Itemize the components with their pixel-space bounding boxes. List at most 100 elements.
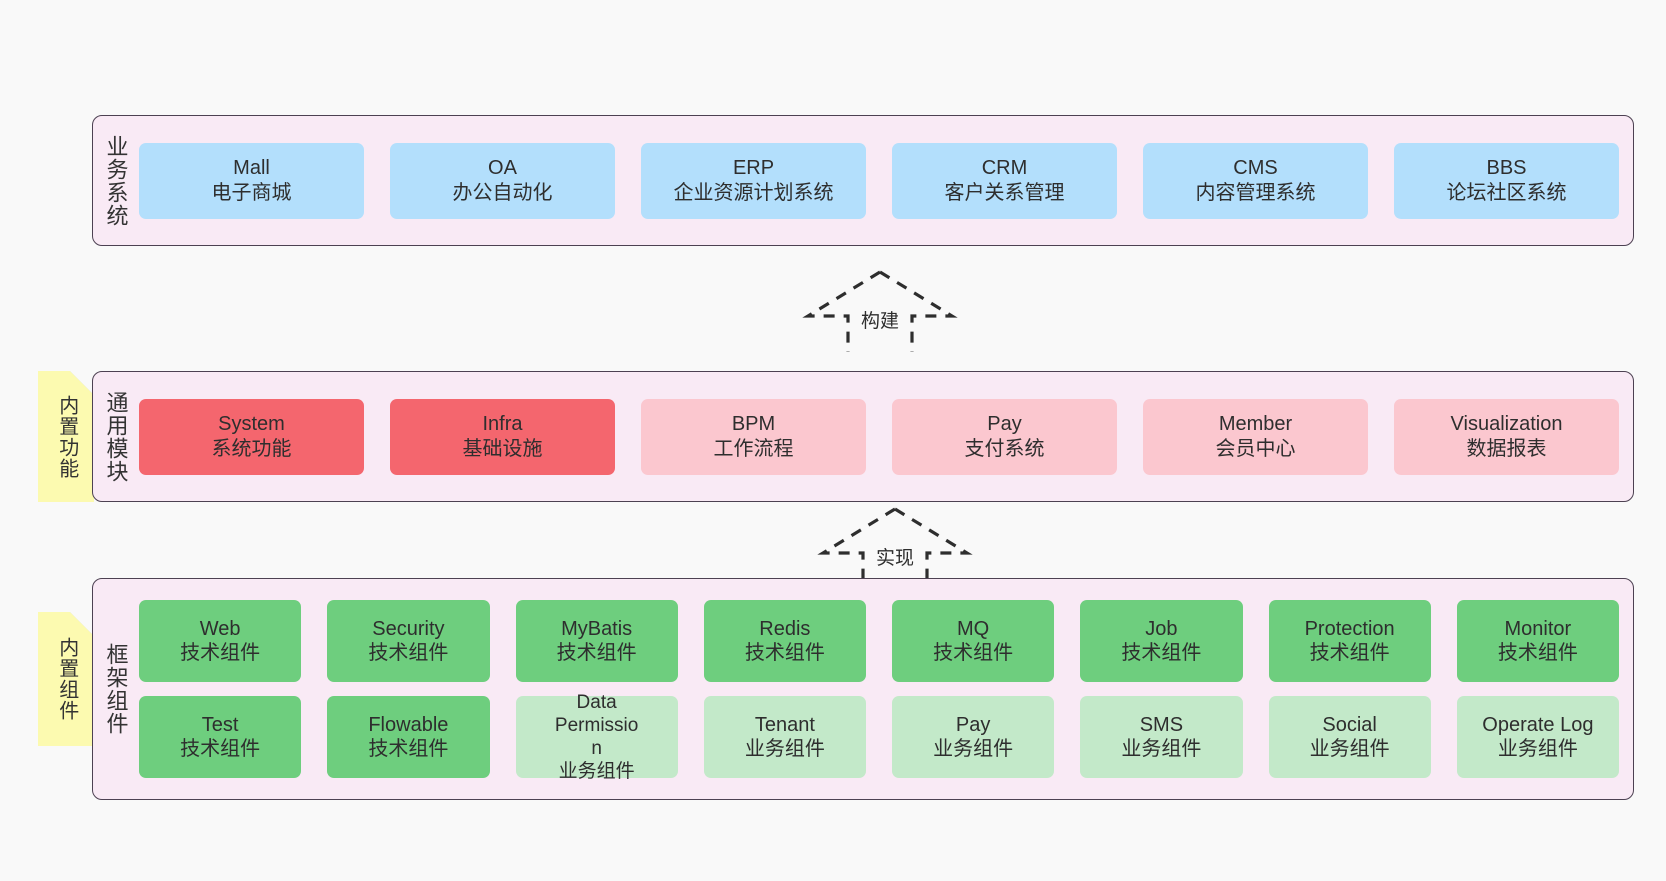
module-row: System 系统功能 Infra 基础设施 BPM 工作流程 Pay 支付系统… [139,398,1619,475]
sticky-note-text: 内置组件 [55,637,78,721]
module-box-crm[interactable]: CRM 客户关系管理 [892,142,1117,219]
layer-common-modules: 通用模块 System 系统功能 Infra 基础设施 BPM 工作流程 Pay… [92,371,1634,502]
module-box-erp[interactable]: ERP 企业资源计划系统 [641,142,866,219]
module-box-sms[interactable]: SMS 业务组件 [1080,696,1243,778]
module-name: Mall [233,157,270,180]
module-box-mall[interactable]: Mall 电子商城 [139,142,364,219]
module-box-security[interactable]: Security 技术组件 [327,600,490,682]
module-name: MQ [957,617,990,640]
layer-title-framework-components: 框架组件 [103,643,129,735]
layer-body-framework-components: Web 技术组件 Security 技术组件 MyBatis 技术组件 Redi… [137,579,1633,799]
module-subtitle: 业务组件 [1497,738,1578,760]
module-name: Flowable [368,713,449,736]
sticky-note-text: 内置功能 [55,394,78,479]
implement-arrow-icon [817,507,973,589]
module-box-pay-component[interactable]: Pay 业务组件 [892,696,1055,778]
layer-body-common-modules: System 系统功能 Infra 基础设施 BPM 工作流程 Pay 支付系统… [137,372,1633,501]
layer-title-business-systems: 业务系统 [103,134,129,227]
connector-label-implement: 实现 [875,548,915,569]
module-subtitle: 数据报表 [1466,437,1547,460]
module-name: Social [1322,713,1377,736]
module-subtitle: 论坛社区系统 [1446,181,1567,204]
layer-title-common-modules: 通用模块 [103,390,129,483]
connector-label-build: 构建 [860,311,900,332]
module-subtitle: 企业资源计划系统 [673,181,834,204]
module-box-tenant[interactable]: Tenant 业务组件 [703,696,866,778]
module-name: Visualization [1450,413,1563,436]
module-subtitle: 业务组件 [933,738,1014,760]
module-box-redis[interactable]: Redis 技术组件 [703,600,866,682]
module-row: Mall 电子商城 OA 办公自动化 ERP 企业资源计划系统 CRM 客户关系… [139,142,1619,219]
module-subtitle: 电子商城 [211,181,292,204]
module-row: Test 技术组件 Flowable 技术组件 Data Permission … [139,692,1619,782]
module-name: Monitor [1504,617,1572,640]
module-name: Operate Log [1482,713,1594,736]
module-subtitle: 系统功能 [211,437,292,460]
module-subtitle: 技术组件 [933,642,1014,664]
module-name: Protection [1304,617,1395,640]
module-name: Data Permission [554,691,639,759]
module-box-protection[interactable]: Protection 技术组件 [1268,600,1431,682]
module-box-mq[interactable]: MQ 技术组件 [892,600,1055,682]
module-name: System [218,413,285,436]
module-box-test[interactable]: Test 技术组件 [139,696,302,778]
module-name: Job [1145,617,1178,640]
module-box-system[interactable]: System 系统功能 [139,398,364,475]
module-box-bpm[interactable]: BPM 工作流程 [641,398,866,475]
module-name: Test [201,713,239,736]
module-subtitle: 技术组件 [1497,642,1578,664]
module-subtitle: 办公自动化 [452,181,553,204]
module-box-operate-log[interactable]: Operate Log 业务组件 [1456,696,1619,778]
module-box-member[interactable]: Member 会员中心 [1143,398,1368,475]
module-subtitle: 支付系统 [964,437,1045,460]
module-name: Security [372,617,445,640]
module-box-oa[interactable]: OA 办公自动化 [390,142,615,219]
module-box-monitor[interactable]: Monitor 技术组件 [1456,600,1619,682]
module-subtitle: 内容管理系统 [1195,181,1316,204]
module-subtitle: 基础设施 [462,437,543,460]
module-name: Redis [759,617,811,640]
module-box-bbs[interactable]: BBS 论坛社区系统 [1394,142,1619,219]
module-name: BBS [1486,157,1527,180]
module-name: Member [1218,413,1293,436]
module-name: ERP [732,157,775,180]
module-subtitle: 技术组件 [1309,642,1390,664]
module-box-job[interactable]: Job 技术组件 [1080,600,1243,682]
module-subtitle: 业务组件 [558,761,635,783]
module-box-flowable[interactable]: Flowable 技术组件 [327,696,490,778]
module-name: Web [199,617,241,640]
module-box-infra[interactable]: Infra 基础设施 [390,398,615,475]
module-subtitle: 技术组件 [744,642,825,664]
module-box-web[interactable]: Web 技术组件 [139,600,302,682]
module-name: Pay [955,713,991,736]
layer-body-business-systems: Mall 电子商城 OA 办公自动化 ERP 企业资源计划系统 CRM 客户关系… [137,116,1633,245]
module-box-data-permission[interactable]: Data Permission 业务组件 [515,692,678,782]
module-name: CRM [981,157,1028,180]
module-subtitle: 业务组件 [1121,738,1202,760]
module-name: OA [488,157,517,180]
connector-build: 构建 [800,268,960,352]
module-box-visualization[interactable]: Visualization 数据报表 [1394,398,1619,475]
module-subtitle: 技术组件 [556,642,637,664]
module-box-mybatis[interactable]: MyBatis 技术组件 [515,600,678,682]
module-subtitle: 工作流程 [713,437,794,460]
module-subtitle: 技术组件 [180,738,261,760]
layer-framework-components: 框架组件 Web 技术组件 Security 技术组件 MyBatis 技术组件… [92,578,1634,800]
sticky-note-builtin-features: 内置功能 [38,371,94,502]
module-name: MyBatis [561,617,633,640]
module-row: Web 技术组件 Security 技术组件 MyBatis 技术组件 Redi… [139,600,1619,682]
module-subtitle: 技术组件 [368,642,449,664]
module-name: SMS [1139,713,1184,736]
module-subtitle: 业务组件 [744,738,825,760]
module-subtitle: 技术组件 [368,738,449,760]
sticky-note-builtin-components: 内置组件 [38,612,94,746]
module-box-cms[interactable]: CMS 内容管理系统 [1143,142,1368,219]
module-name: Pay [987,413,1022,436]
module-name: Infra [482,413,523,436]
module-box-pay[interactable]: Pay 支付系统 [892,398,1117,475]
layer-business-systems: 业务系统 Mall 电子商城 OA 办公自动化 ERP 企业资源计划系统 CRM… [92,115,1634,246]
module-name: BPM [731,413,776,436]
module-box-social[interactable]: Social 业务组件 [1268,696,1431,778]
build-arrow-icon [802,270,958,352]
